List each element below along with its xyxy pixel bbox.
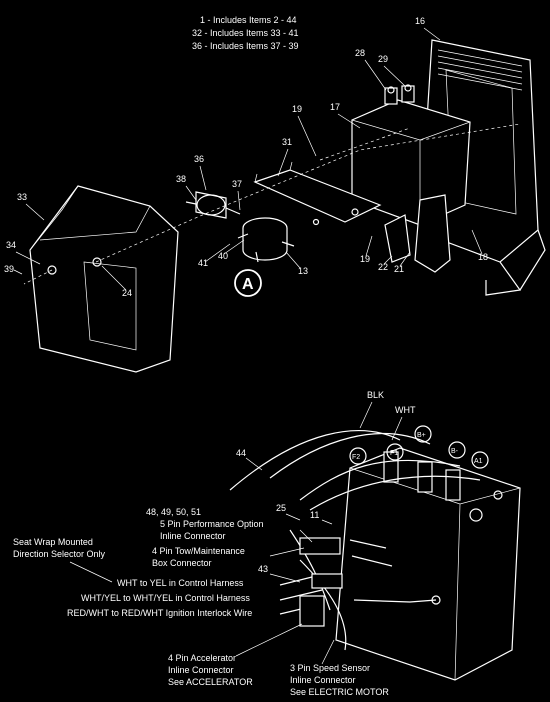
perf-line-3: Inline Connector bbox=[160, 531, 226, 541]
part-44: 44 bbox=[236, 448, 246, 458]
lower-controller bbox=[335, 447, 521, 681]
wht-yel-wht-yel-label: WHT/YEL to WHT/YEL in Control Harness bbox=[81, 593, 250, 603]
part-41: 41 bbox=[198, 258, 208, 268]
switch-assembly bbox=[185, 191, 241, 219]
part-34: 34 bbox=[6, 240, 16, 250]
part-33: 33 bbox=[17, 192, 27, 202]
seat-line-1: Seat Wrap Mounted bbox=[13, 537, 93, 547]
terminal-a1: A1 bbox=[474, 458, 483, 465]
callout-a-label: A bbox=[242, 276, 254, 293]
legend-line-1: 1 - Includes Items 2 - 44 bbox=[200, 15, 297, 25]
part-36: 36 bbox=[194, 154, 204, 164]
part-25: 25 bbox=[276, 503, 286, 513]
part-29: 29 bbox=[378, 54, 388, 64]
part-18: 18 bbox=[478, 252, 488, 262]
part-24: 24 bbox=[122, 288, 132, 298]
part-37: 37 bbox=[232, 179, 242, 189]
acc-line-2: Inline Connector bbox=[168, 665, 234, 675]
part-43: 43 bbox=[258, 564, 268, 574]
terminal-f1: F1 bbox=[390, 450, 398, 457]
tow-line-2: Box Connector bbox=[152, 558, 212, 568]
part-21: 21 bbox=[394, 264, 404, 274]
part-28: 28 bbox=[355, 48, 365, 58]
perf-line-1: 48, 49, 50, 51 bbox=[146, 507, 201, 517]
part-17: 17 bbox=[330, 102, 340, 112]
part-31: 31 bbox=[282, 137, 292, 147]
controller-box bbox=[351, 84, 471, 226]
terminal-b-plus: B+ bbox=[417, 432, 426, 439]
wiring-harness bbox=[229, 430, 481, 651]
solenoid bbox=[237, 217, 295, 263]
terminal-b-minus: B- bbox=[451, 448, 459, 455]
terminal-f2: F2 bbox=[352, 454, 360, 461]
wht-yel-label: WHT to YEL in Control Harness bbox=[117, 578, 244, 588]
acc-line-3: See ACCELERATOR bbox=[168, 677, 253, 687]
legend-line-3: 36 - Includes Items 37 - 39 bbox=[192, 41, 299, 51]
acc-line-1: 4 Pin Accelerator bbox=[168, 653, 236, 663]
tow-line-1: 4 Pin Tow/Maintenance bbox=[152, 546, 245, 556]
legend-line-2: 32 - Includes Items 33 - 41 bbox=[192, 28, 299, 38]
part-11: 11 bbox=[310, 510, 319, 520]
spd-line-1: 3 Pin Speed Sensor bbox=[290, 663, 370, 673]
perf-line-2: 5 Pin Performance Option bbox=[160, 519, 264, 529]
mounting-bracket bbox=[384, 194, 451, 273]
part-19-lower: 19 bbox=[360, 254, 370, 264]
controller-cover bbox=[29, 185, 179, 373]
spd-line-3: See ELECTRIC MOTOR bbox=[290, 687, 389, 697]
wire-blk: BLK bbox=[367, 390, 384, 400]
terminal-labels: F2 F1 B+ B- A1 bbox=[349, 425, 489, 469]
part-39: 39 bbox=[4, 264, 14, 274]
callout-a-circle bbox=[234, 269, 262, 297]
part-16: 16 bbox=[415, 16, 425, 26]
part-22: 22 bbox=[378, 262, 388, 272]
red-wht-label: RED/WHT to RED/WHT Ignition Interlock Wi… bbox=[67, 608, 252, 618]
seat-line-2: Direction Selector Only bbox=[13, 549, 106, 559]
part-13: 13 bbox=[298, 266, 308, 276]
part-40: 40 bbox=[218, 251, 228, 261]
wire-wht: WHT bbox=[395, 405, 416, 415]
part-38: 38 bbox=[176, 174, 186, 184]
spd-line-2: Inline Connector bbox=[290, 675, 356, 685]
part-19-upper: 19 bbox=[292, 104, 302, 114]
solenoid-plate bbox=[253, 161, 382, 226]
